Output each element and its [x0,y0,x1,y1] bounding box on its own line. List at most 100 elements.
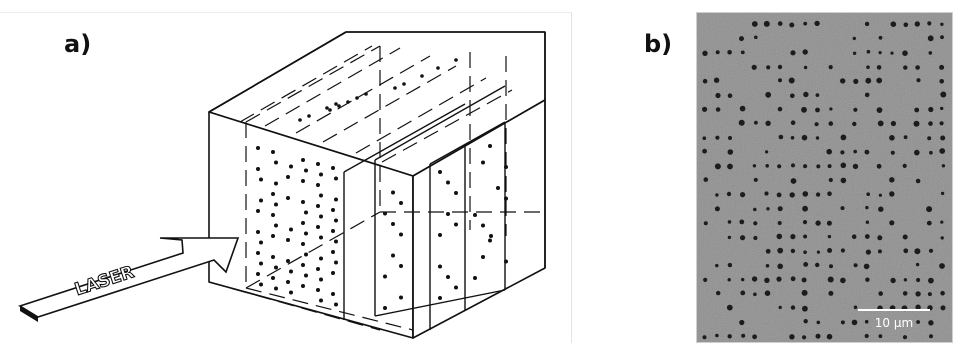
bit-dot [402,82,406,86]
bit-dot [436,66,440,70]
bit-dot [286,238,290,242]
bit-dot [334,219,338,223]
bit-dot [331,208,335,212]
bit-dot [446,212,450,216]
bit-dot [301,158,305,162]
bit-dot [399,264,403,268]
bit-dot [286,175,290,179]
bit-dot [304,169,308,173]
bit-dot [504,260,508,264]
bit-dot [454,191,458,195]
bit-dot [259,178,263,182]
bit-dot [334,198,338,202]
bit-dot [496,186,500,190]
bit-dot [331,166,335,170]
micrograph-frame [696,12,953,343]
bit-dot [256,251,260,255]
bit-dot [271,192,275,196]
bit-dot [316,288,320,292]
bit-dot [298,118,302,122]
bit-dot [438,265,442,269]
bit-dot [319,215,323,219]
bit-dot [399,233,403,237]
bit-dot [331,292,335,296]
bit-dot [383,275,387,279]
bit-dot [274,287,278,291]
bit-dot [274,182,278,186]
laser-arrow: LASER [20,238,238,322]
bit-dot [481,161,485,165]
bit-dot [259,262,263,266]
bit-dot [319,257,323,261]
bit-dot [481,224,485,228]
bit-dot [328,108,332,112]
bit-dot [271,234,275,238]
bit-dot [307,114,311,118]
bit-dot [488,144,492,148]
bit-dot [286,259,290,263]
bit-dot [259,199,263,203]
bit-dot [271,276,275,280]
bit-dot [259,241,263,245]
bit-dot [301,179,305,183]
bit-dot [446,275,450,279]
bit-dot [334,261,338,265]
bit-dot [334,303,338,307]
bit-dot [316,267,320,271]
bit-dot [256,146,260,150]
bit-dot [454,223,458,227]
bit-dot [346,100,350,104]
bit-dot [289,270,293,274]
bit-dot [271,150,275,154]
bit-dot [304,274,308,278]
bit-dot [364,92,368,96]
bit-dot [473,213,477,217]
bit-dot [271,213,275,217]
bit-dot [420,74,424,78]
bit-dot [304,253,308,257]
bit-dot [274,224,278,228]
bit-dot [391,191,395,195]
bit-dot [316,204,320,208]
bit-dot [256,209,260,213]
bit-dot [355,96,359,100]
bit-dot [319,173,323,177]
bit-dot [438,296,442,300]
bit-dot [481,255,485,259]
bit-dot [334,177,338,181]
bit-dot [325,106,329,110]
bit-dot [504,165,508,169]
bit-dot [289,165,293,169]
bit-dot [438,170,442,174]
bit-dot [446,181,450,185]
bit-dot [304,232,308,236]
bit-dot [316,183,320,187]
bit-dot [286,196,290,200]
bit-dot [334,102,338,106]
bit-dot [271,255,275,259]
bit-dot [319,194,323,198]
bit-dot [488,239,492,243]
bit-dot [391,254,395,258]
bit-dot [454,58,458,62]
bit-dot [319,236,323,240]
bit-dot [438,233,442,237]
bit-dot [301,242,305,246]
bit-dot [316,162,320,166]
bit-dot [473,276,477,280]
bit-dot [304,211,308,215]
bit-dot [259,283,263,287]
bit-dot [489,234,493,238]
bit-dot [399,201,403,205]
bit-dot [289,291,293,295]
bit-dot [334,240,338,244]
bit-dot [289,228,293,232]
bit-dot [391,222,395,226]
bit-dot [393,86,397,90]
bit-dot [301,263,305,267]
bit-dot [301,284,305,288]
bit-dot [256,167,260,171]
bit-dot [331,271,335,275]
bit-dot [337,104,341,108]
bit-dot [331,250,335,254]
